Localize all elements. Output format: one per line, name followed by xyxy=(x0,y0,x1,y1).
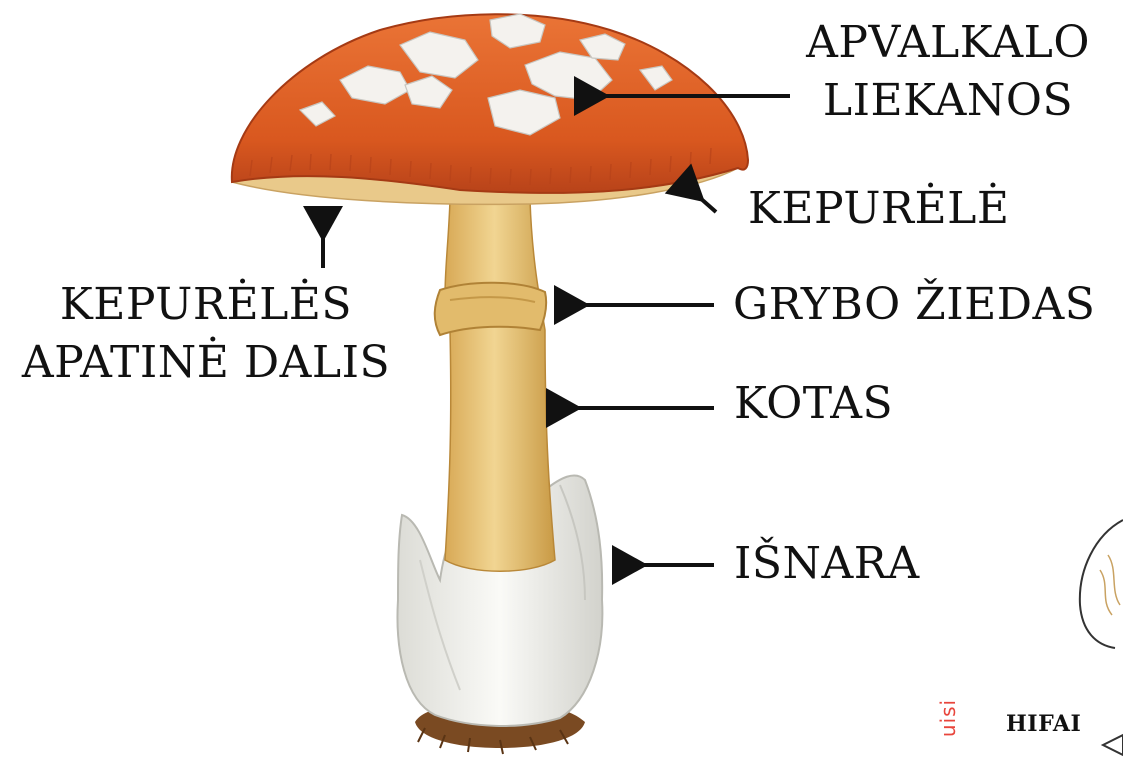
ring-shape xyxy=(435,283,546,335)
label-cap-underside-line1: KEPURĖLĖS xyxy=(0,276,412,334)
arrow-kepurele xyxy=(699,197,716,212)
label-cap-underside: KEPURĖLĖS APATINĖ DALIS xyxy=(0,276,412,392)
hyphae-sketch xyxy=(1080,520,1123,648)
label-veil-remnants-line1: APVALKALO xyxy=(778,14,1118,72)
label-cap-underside-line2: APATINĖ DALIS xyxy=(0,334,412,392)
label-ring: GRYBO ŽIEDAS xyxy=(733,276,1095,334)
label-hyphae: HIFAI xyxy=(1006,710,1081,738)
label-volva: IŠNARA xyxy=(734,535,920,593)
small-triangle-icon xyxy=(1103,735,1123,755)
label-stem: KOTAS xyxy=(734,375,893,433)
label-cap: KEPURĖLĖ xyxy=(748,180,1010,238)
label-veil-remnants: APVALKALO LIEKANOS xyxy=(778,14,1118,130)
label-veil-remnants-line2: LIEKANOS xyxy=(778,72,1118,130)
stem-shape xyxy=(445,200,555,571)
label-red-fragment: uisi xyxy=(936,688,960,748)
